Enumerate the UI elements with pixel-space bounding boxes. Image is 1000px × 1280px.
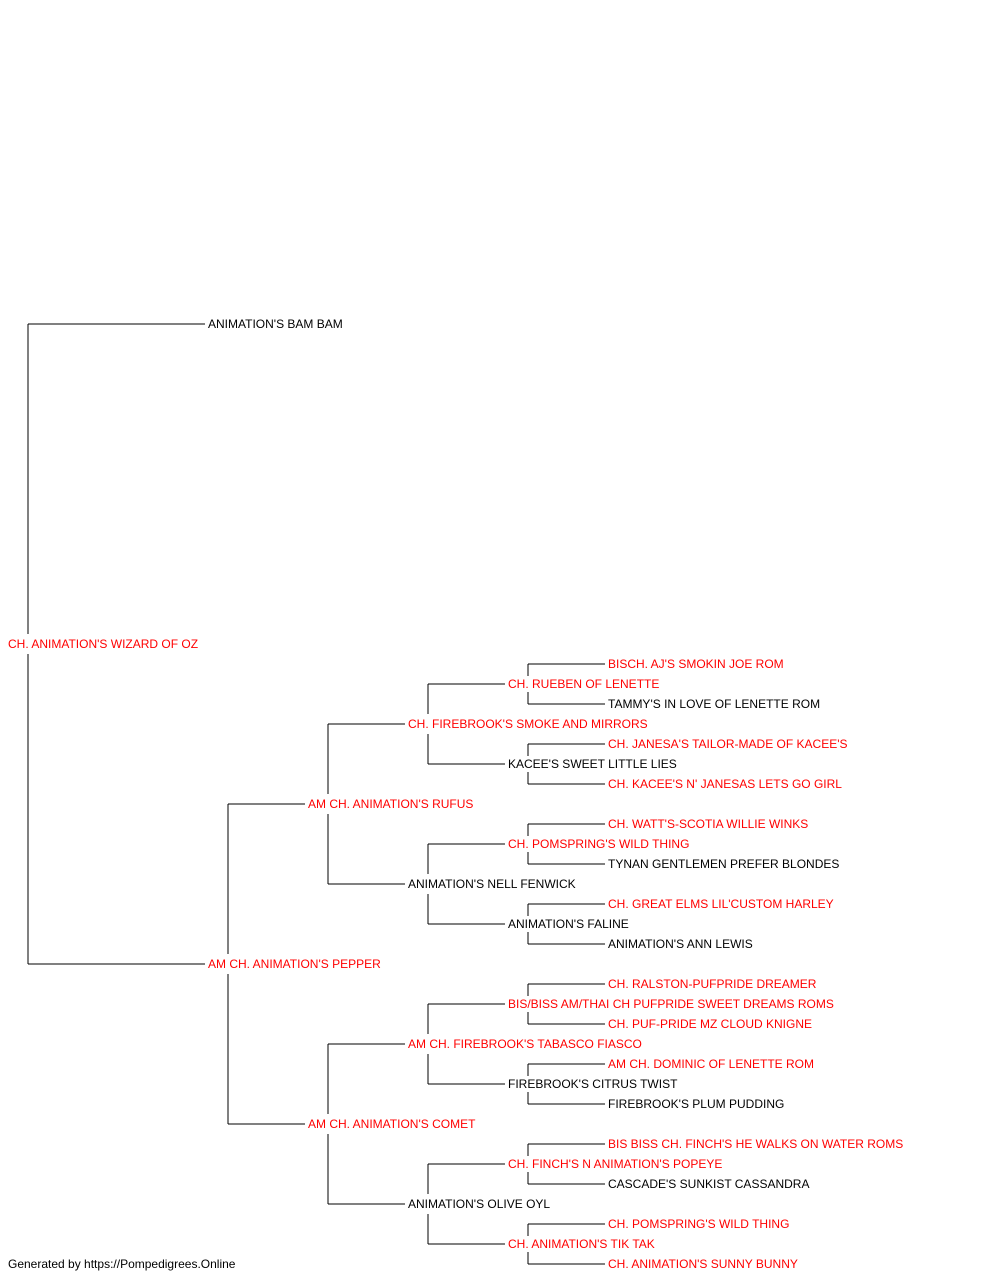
dog-name[interactable]: AM CH. ANIMATION'S COMET (308, 1117, 476, 1131)
dog-name[interactable]: BIS BISS CH. FINCH'S HE WALKS ON WATER R… (608, 1137, 904, 1151)
dog-name[interactable]: BISCH. AJ'S SMOKIN JOE ROM (608, 657, 784, 671)
dog-name[interactable]: CH. KACEE'S N' JANESAS LETS GO GIRL (608, 777, 842, 791)
dog-name[interactable]: AM CH. FIREBROOK'S TABASCO FIASCO (408, 1037, 642, 1051)
dog-name[interactable]: ANIMATION'S NELL FENWICK (408, 877, 576, 891)
dog-name[interactable]: KACEE'S SWEET LITTLE LIES (508, 757, 677, 771)
dog-name[interactable]: ANIMATION'S FALINE (508, 917, 629, 931)
dog-name[interactable]: BIS/BISS AM/THAI CH PUFPRIDE SWEET DREAM… (508, 997, 834, 1011)
dog-name[interactable]: TAMMY'S IN LOVE OF LENETTE ROM (608, 697, 821, 711)
dog-name[interactable]: CH. ANIMATION'S SUNNY BUNNY (608, 1257, 798, 1271)
dog-name[interactable]: CH. WATT'S-SCOTIA WILLIE WINKS (608, 817, 809, 831)
dog-name[interactable]: CH. FIREBROOK'S SMOKE AND MIRRORS (408, 717, 648, 731)
dog-name[interactable]: AM CH. ANIMATION'S PEPPER (208, 957, 381, 971)
dog-name[interactable]: CH. GREAT ELMS LIL'CUSTOM HARLEY (608, 897, 834, 911)
dog-name[interactable]: ANIMATION'S ANN LEWIS (608, 937, 753, 951)
dog-name[interactable]: AM CH. DOMINIC OF LENETTE ROM (608, 1057, 815, 1071)
dog-name[interactable]: FIREBROOK'S CITRUS TWIST (508, 1077, 678, 1091)
dog-name[interactable]: CH. ANIMATION'S WIZARD OF OZ (8, 637, 199, 651)
dog-name[interactable]: ANIMATION'S BAM BAM (208, 317, 343, 331)
dog-name[interactable]: CH. POMSPRING'S WILD THING (508, 837, 690, 851)
dog-name[interactable]: CH. RUEBEN OF LENETTE (508, 677, 660, 691)
dog-name[interactable]: CH. JANESA'S TAILOR-MADE OF KACEE'S (608, 737, 848, 751)
dog-name[interactable]: CH. FINCH'S N ANIMATION'S POPEYE (508, 1157, 723, 1171)
dog-name[interactable]: CH. RALSTON-PUFPRIDE DREAMER (608, 977, 817, 991)
dog-name[interactable]: FIREBROOK'S PLUM PUDDING (608, 1097, 785, 1111)
footer-credit: Generated by https://Pompedigrees.Online (8, 1257, 236, 1271)
dog-name[interactable]: AM CH. ANIMATION'S RUFUS (308, 797, 474, 811)
dog-name[interactable]: CH. ANIMATION'S TIK TAK (508, 1237, 655, 1251)
dog-name[interactable]: CH. POMSPRING'S WILD THING (608, 1217, 790, 1231)
dog-name[interactable]: ANIMATION'S OLIVE OYL (408, 1197, 551, 1211)
dog-name[interactable]: CASCADE'S SUNKIST CASSANDRA (608, 1177, 810, 1191)
dog-name[interactable]: TYNAN GENTLEMEN PREFER BLONDES (608, 857, 840, 871)
dog-name[interactable]: CH. PUF-PRIDE MZ CLOUD KNIGNE (608, 1017, 813, 1031)
